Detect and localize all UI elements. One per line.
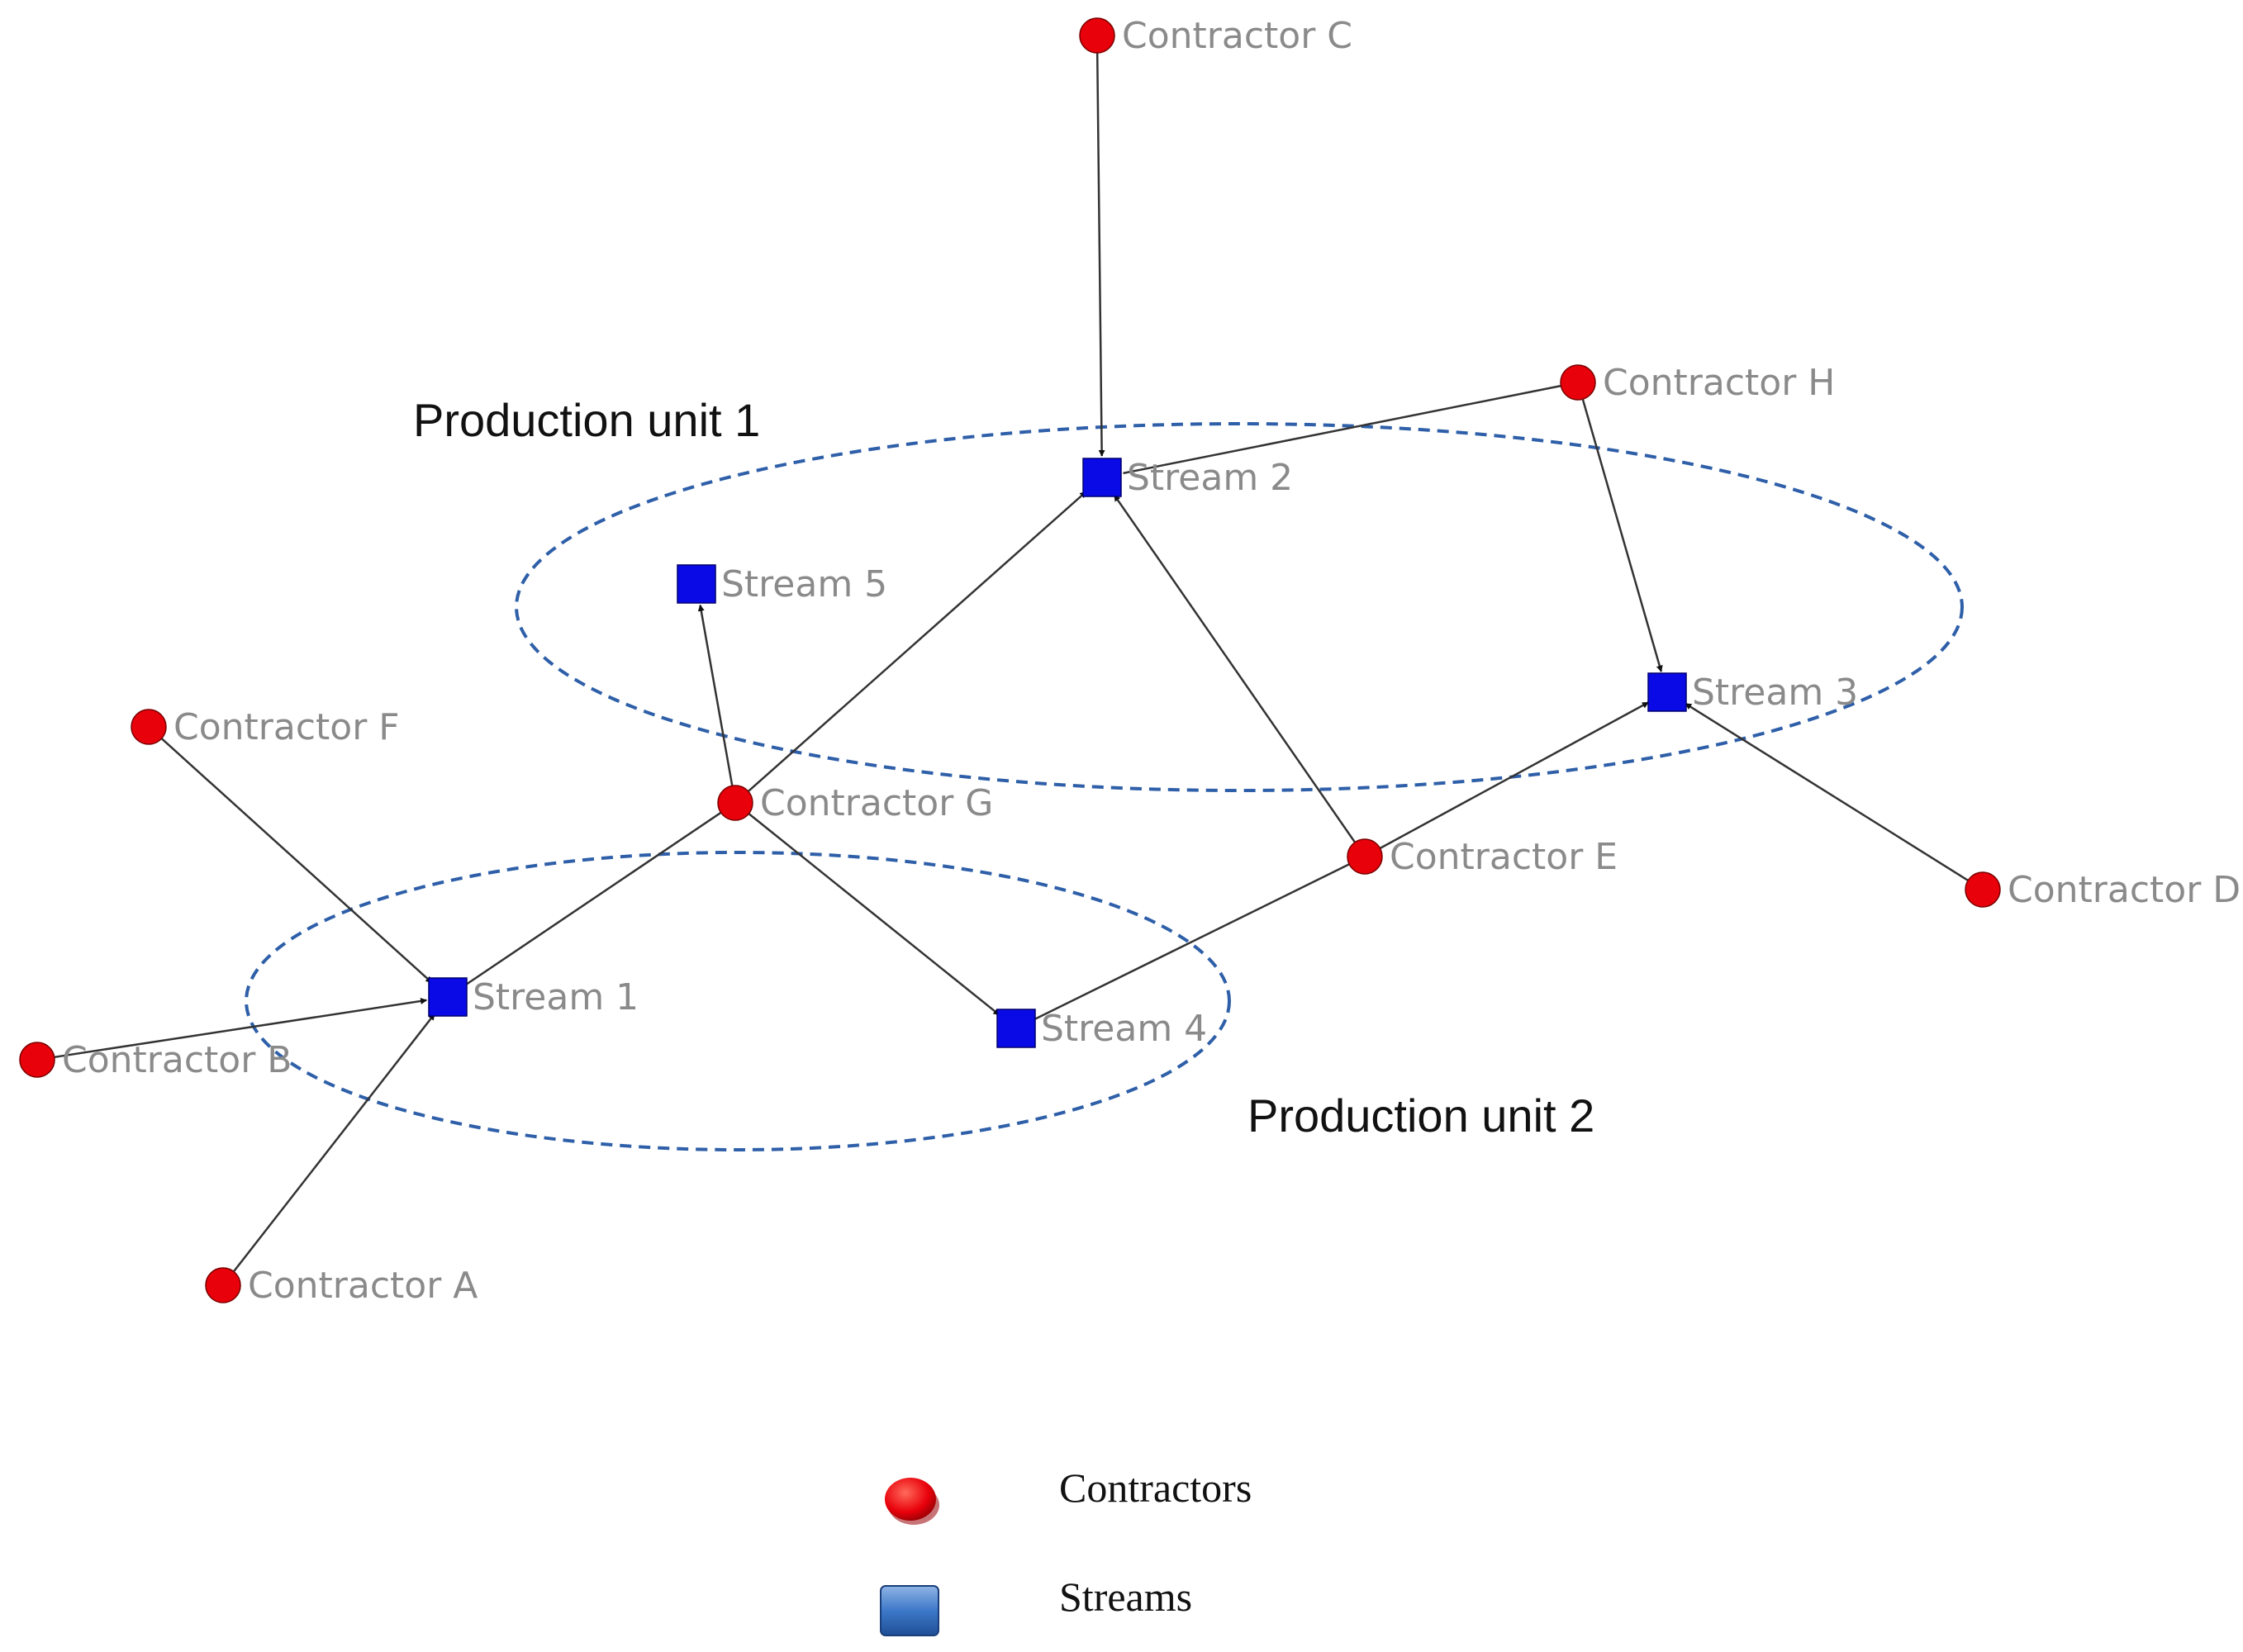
edge-contractor-c-to-stream-2 <box>1095 52 1105 457</box>
legend-stream-icon <box>880 1585 939 1636</box>
node-contractor-e[interactable]: Contractor E <box>1347 836 1618 878</box>
node-label: Contractor D <box>2008 869 2241 911</box>
edge-contractor-h-to-stream-2 <box>1123 384 1561 475</box>
edge-contractor-g-to-stream-5 <box>697 604 734 786</box>
edge-contractor-d-to-stream-3 <box>1685 702 1969 881</box>
contractor-dot-icon <box>131 709 167 745</box>
edge-contractor-f-to-stream-1 <box>160 738 433 984</box>
edge-contractor-h-to-stream-3 <box>1581 398 1663 672</box>
contractor-dot-icon <box>717 785 753 821</box>
contractor-dot-icon <box>1560 364 1596 401</box>
node-contractor-f[interactable]: Contractor F <box>131 706 400 748</box>
edge-contractor-b-to-stream-1 <box>54 998 428 1059</box>
stream-square-icon <box>677 564 716 604</box>
node-label: Stream 2 <box>1127 457 1293 499</box>
node-contractor-b[interactable]: Contractor B <box>19 1039 292 1081</box>
legend: Contractors Streams <box>880 1464 1252 1636</box>
node-stream-3[interactable]: Stream 3 <box>1647 672 1858 714</box>
edge-contractor-e-to-stream-3 <box>1379 701 1649 850</box>
node-label: Contractor E <box>1390 836 1618 878</box>
contractor-dot-icon <box>19 1042 55 1078</box>
contractor-dot-icon <box>205 1267 241 1303</box>
production-unit-1-label: Production unit 1 <box>413 394 760 446</box>
edge-contractor-a-to-stream-1 <box>232 1013 435 1273</box>
node-label: Contractor H <box>1603 362 1835 404</box>
edges <box>54 52 1969 1273</box>
stream-square-icon <box>428 977 468 1017</box>
node-label: Stream 3 <box>1692 672 1858 714</box>
edge-contractor-e-to-stream-2 <box>1113 494 1357 843</box>
node-label: Stream 4 <box>1041 1008 1207 1050</box>
node-label: Contractor B <box>62 1039 292 1081</box>
node-stream-4[interactable]: Stream 4 <box>996 1008 1207 1050</box>
contractor-dot-icon <box>1965 871 2001 908</box>
edge-contractor-g-to-stream-2 <box>747 491 1087 793</box>
legend-streams-label: Streams <box>1059 1574 1192 1620</box>
node-label: Contractor A <box>248 1265 478 1307</box>
production-unit-1-outline <box>515 422 1964 792</box>
node-stream-1[interactable]: Stream 1 <box>428 976 639 1018</box>
production-unit-2-label: Production unit 2 <box>1247 1089 1594 1142</box>
node-contractor-a[interactable]: Contractor A <box>205 1265 478 1307</box>
stream-square-icon <box>1082 458 1122 497</box>
node-label: Stream 5 <box>721 563 887 605</box>
legend-contractors-label: Contractors <box>1059 1464 1252 1511</box>
contractor-dot-icon <box>1347 838 1383 875</box>
stream-square-icon <box>996 1009 1036 1048</box>
node-stream-5[interactable]: Stream 5 <box>677 563 887 605</box>
edge-contractor-g-to-stream-1 <box>464 811 722 986</box>
edge-contractor-g-to-stream-4 <box>748 813 1000 1016</box>
node-label: Stream 1 <box>473 976 639 1018</box>
production-units: Production unit 1 Production unit 2 <box>245 394 1964 1151</box>
node-label: Contractor F <box>173 706 400 748</box>
production-unit-2-outline <box>245 851 1231 1151</box>
node-contractor-d[interactable]: Contractor D <box>1965 869 2241 911</box>
node-contractor-g[interactable]: Contractor G <box>717 782 993 824</box>
node-contractor-h[interactable]: Contractor H <box>1560 362 1835 404</box>
stream-square-icon <box>1647 672 1687 712</box>
nodes: Contractor C Contractor H Contractor F Cont… <box>19 15 2241 1307</box>
legend-contractor-icon <box>885 1478 936 1521</box>
node-label: Contractor C <box>1122 15 1352 57</box>
edge-contractor-e-to-stream-4 <box>1034 863 1350 1020</box>
node-label: Contractor G <box>760 782 993 824</box>
node-stream-2[interactable]: Stream 2 <box>1082 457 1293 499</box>
contractor-dot-icon <box>1079 17 1115 54</box>
node-contractor-c[interactable]: Contractor C <box>1079 15 1352 57</box>
